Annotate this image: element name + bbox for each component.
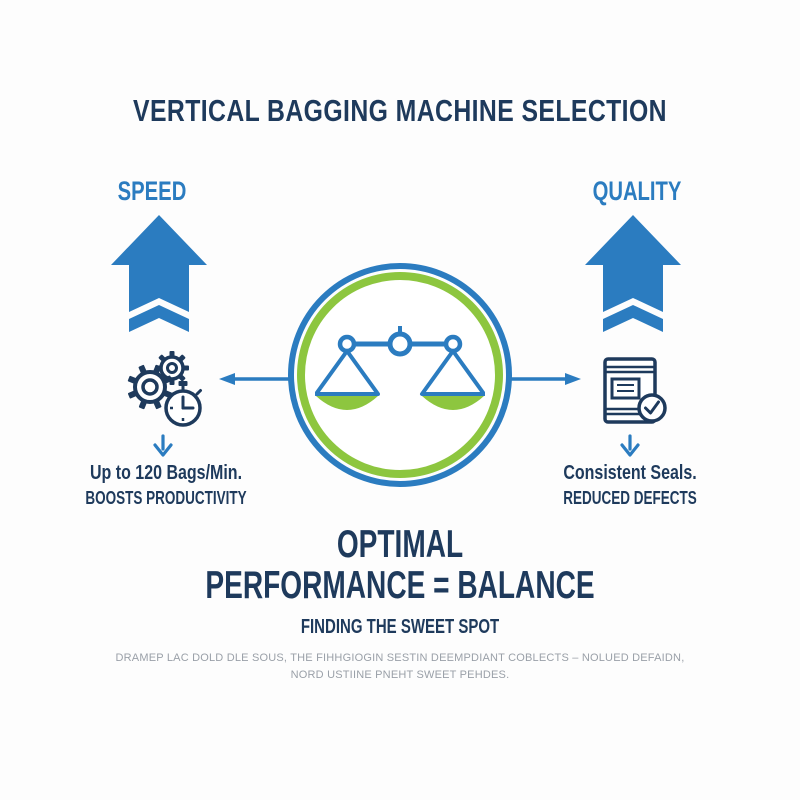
conclusion-heading-line1: OPTIMAL xyxy=(336,523,464,566)
quality-caption-line1: Consistent Seals. xyxy=(563,462,697,484)
conclusion-body-line2: NORD USTIINE PNEHT SWEET PEHDES. xyxy=(290,669,510,681)
balance-scale-icon xyxy=(315,326,485,410)
quality-up-arrow-icon xyxy=(585,215,681,332)
quality-caption: Consistent Seals. REDUCED DEFECTS xyxy=(505,461,755,510)
conclusion-subheading: FINDING THE SWEET SPOT xyxy=(300,616,500,638)
speed-caption-line2: BOOSTS PRODUCTIVITY xyxy=(85,488,247,508)
conclusion-body-line1: DRAMEP LAC DOLD DLE SOUS, THE FIHHGIOGIN… xyxy=(115,652,685,664)
speed-label: SPEED xyxy=(117,176,187,206)
bag-check-icon xyxy=(603,357,667,424)
speed-caption: Up to 120 Bags/Min. BOOSTS PRODUCTIVITY xyxy=(41,461,291,510)
speed-caption-line1: Up to 120 Bags/Min. xyxy=(89,462,243,484)
speed-up-arrow-icon xyxy=(111,215,207,332)
left-connector-arrow-icon xyxy=(219,373,289,385)
page-title: VERTICAL BAGGING MACHINE SELECTION xyxy=(133,93,667,128)
conclusion-heading-line2: PERFORMANCE = BALANCE xyxy=(205,564,595,607)
quality-label: QUALITY xyxy=(592,176,682,206)
gears-stopwatch-icon xyxy=(127,351,202,427)
conclusion-heading: OPTIMAL PERFORMANCE = BALANCE xyxy=(0,524,800,606)
quality-caption-line2: REDUCED DEFECTS xyxy=(563,488,697,508)
right-connector-arrow-icon xyxy=(511,373,581,385)
quality-down-arrow-icon xyxy=(620,434,640,457)
speed-down-arrow-icon xyxy=(153,434,173,457)
conclusion-body: DRAMEP LAC DOLD DLE SOUS, THE FIHHGIOGIN… xyxy=(0,650,800,684)
